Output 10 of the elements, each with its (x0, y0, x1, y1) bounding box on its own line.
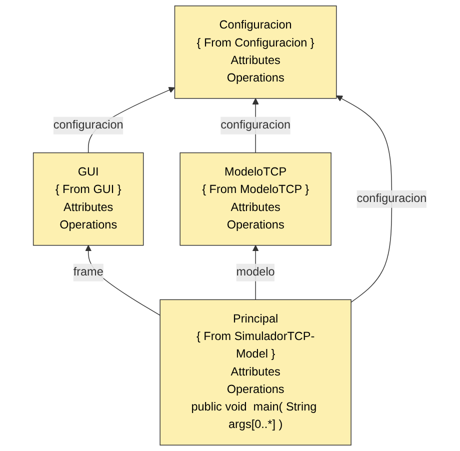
node-box: GUI { From GUI } Attributes Operations (32, 152, 144, 246)
node-box: Configuracion { From Configuracion } Attributes Operations (174, 6, 337, 99)
edge-label: modelo (236, 266, 275, 278)
node-box: Principal { From SimuladorTCP-Model } Attributes Operations public void main( String args[0..*] ) (160, 299, 352, 446)
node-box: ModeloTCP { From ModeloTCP } Attributes Operations (180, 152, 332, 246)
edge-label: configuracion (53, 118, 124, 132)
edge-label: frame (73, 266, 104, 278)
arrow (336, 95, 392, 303)
edge-label: configuracion (220, 118, 291, 132)
edge-label: configuracion (356, 192, 427, 205)
